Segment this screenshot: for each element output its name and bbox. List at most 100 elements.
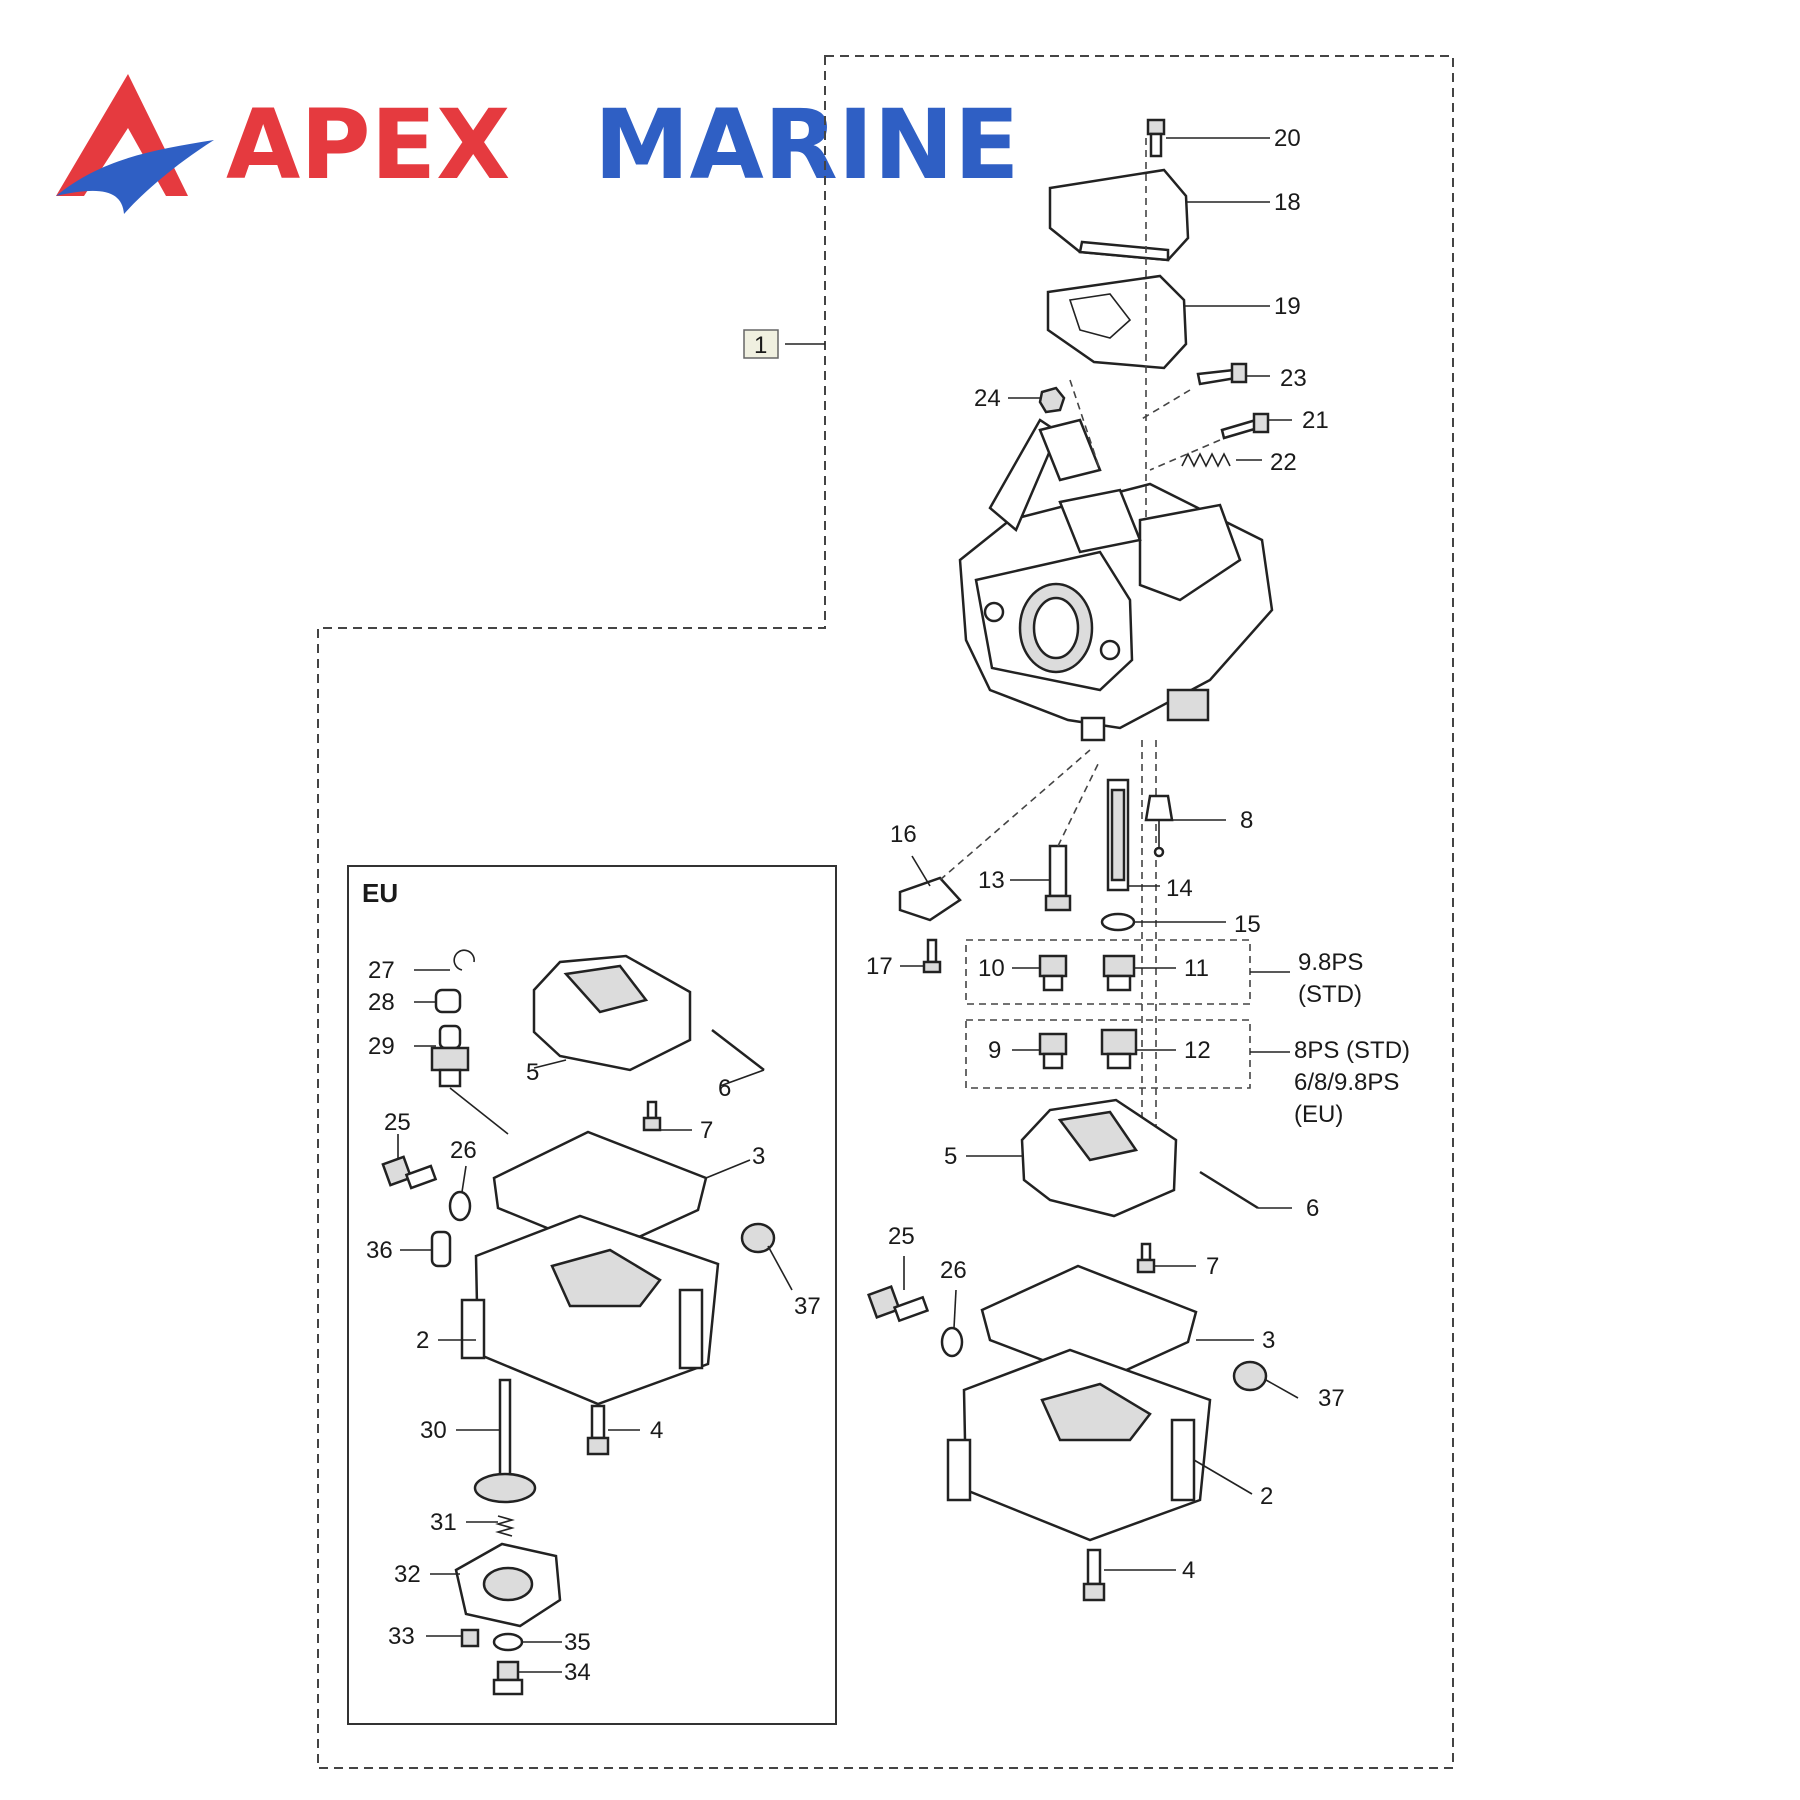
screw-7-icon xyxy=(1136,1242,1156,1274)
jet-box-eu xyxy=(965,1019,1251,1089)
leader-lines xyxy=(397,137,1299,1673)
callouts-main: 20 18 19 23 24 21 22 8 16 13 14 15 17 10… xyxy=(866,125,1345,1584)
callout: 6 xyxy=(1306,1195,1319,1222)
variant-notes: 9.8PS (STD) 8PS (STD) 6/8/9.8PS (EU) xyxy=(1294,949,1410,1128)
callout: 28 xyxy=(368,989,395,1016)
cap-28 xyxy=(434,988,462,1014)
callout: 36 xyxy=(366,1237,393,1264)
callout: 2 xyxy=(416,1327,429,1354)
callout: 21 xyxy=(1302,407,1329,434)
eu-inset: EU xyxy=(347,865,837,1725)
note-std-8-eu-line2: 6/8/9.8PS xyxy=(1294,1069,1399,1096)
callout: 16 xyxy=(890,821,917,848)
assembly-ref-box xyxy=(743,329,779,359)
washer-15 xyxy=(1100,912,1136,932)
eu-float-5 xyxy=(532,954,692,1072)
main-jet-9-icon xyxy=(1038,1032,1068,1070)
pilot-jet-13-icon xyxy=(1044,844,1072,912)
pin-36 xyxy=(430,1230,452,1268)
callout: 34 xyxy=(564,1659,591,1686)
assembly-ref-label: 1 xyxy=(754,332,767,359)
callout: 24 xyxy=(974,385,1001,412)
spring-31 xyxy=(495,1515,515,1537)
screw-4-icon xyxy=(1082,1548,1106,1602)
callout: 15 xyxy=(1234,911,1261,938)
gasket-19 xyxy=(1046,274,1188,370)
callout: 32 xyxy=(394,1561,421,1588)
callout: 37 xyxy=(1318,1385,1345,1412)
float-chamber-gasket-3 xyxy=(980,1264,1198,1384)
eu-o-ring-26 xyxy=(448,1190,472,1222)
main-nozzle-14-icon xyxy=(1106,778,1130,892)
eu-float-chamber-2 xyxy=(460,1214,720,1406)
needle-valve-8-icon xyxy=(1144,794,1174,858)
callout: 5 xyxy=(944,1143,957,1170)
callout: 23 xyxy=(1280,365,1307,392)
callout: 3 xyxy=(1262,1327,1275,1354)
float-pin-6 xyxy=(1199,1170,1259,1210)
note-std-8-eu-line3: (EU) xyxy=(1294,1101,1343,1128)
callout: 25 xyxy=(888,1223,915,1250)
callout: 22 xyxy=(1270,449,1297,476)
drain-screw-25-icon xyxy=(867,1285,930,1323)
callout: 5 xyxy=(526,1059,539,1086)
callout: 26 xyxy=(940,1257,967,1284)
diaphragm-cover-32 xyxy=(454,1542,562,1628)
main-jet-10-icon xyxy=(1038,954,1068,992)
eu-float-pin-6 xyxy=(711,1029,765,1071)
diaphragm-rod-30-icon xyxy=(473,1378,537,1504)
nut-24-icon xyxy=(1038,386,1066,414)
callout: 18 xyxy=(1274,189,1301,216)
callout: 33 xyxy=(388,1623,415,1650)
callout: 8 xyxy=(1240,807,1253,834)
callout: 4 xyxy=(1182,1557,1195,1584)
washer-35 xyxy=(492,1632,524,1652)
callout: 4 xyxy=(650,1417,663,1444)
plug-34-icon xyxy=(492,1660,524,1696)
eu-screw-4-icon xyxy=(586,1404,610,1456)
note-std-98-line2: (STD) xyxy=(1298,981,1362,1008)
clip-27 xyxy=(453,949,475,971)
callout: 27 xyxy=(368,957,395,984)
plunger-29-icon xyxy=(430,1024,470,1088)
o-ring-26 xyxy=(940,1326,964,1358)
brand-word-marine: MARINE xyxy=(594,89,1019,201)
screw-17-icon xyxy=(922,938,942,974)
callout: 14 xyxy=(1166,875,1193,902)
callout: 25 xyxy=(384,1109,411,1136)
plate-16 xyxy=(898,876,962,922)
eu-filter-37 xyxy=(740,1222,776,1254)
callout: 6 xyxy=(718,1075,731,1102)
callout: 3 xyxy=(752,1143,765,1170)
callout: 26 xyxy=(450,1137,477,1164)
eu-inset-title: EU xyxy=(362,878,398,908)
callout: 37 xyxy=(794,1293,821,1320)
note-std-8-eu-line1: 8PS (STD) xyxy=(1294,1037,1410,1064)
cover-plate-18 xyxy=(1048,168,1190,262)
float-chamber-2 xyxy=(946,1348,1212,1542)
screw-33 xyxy=(460,1628,480,1648)
main-assembly xyxy=(867,118,1290,1602)
callout: 31 xyxy=(430,1509,457,1536)
spring-22-icon xyxy=(1181,452,1231,468)
callout: 11 xyxy=(1184,955,1209,982)
callout: 2 xyxy=(1260,1483,1273,1510)
carburetor-body xyxy=(958,418,1274,742)
eu-drain-screw-25-icon xyxy=(381,1155,438,1190)
apex-marine-logo: APEX MARINE xyxy=(56,74,1019,214)
eu-gasket-3 xyxy=(492,1130,708,1254)
callout: 12 xyxy=(1184,1037,1211,1064)
callout: 13 xyxy=(978,867,1005,894)
screw-21-icon xyxy=(1220,412,1270,440)
brand-word-apex: APEX xyxy=(226,89,510,201)
callout: 10 xyxy=(978,955,1005,982)
callout: 17 xyxy=(866,953,893,980)
note-std-98-line1: 9.8PS xyxy=(1298,949,1363,976)
screw-23-icon xyxy=(1196,362,1248,386)
callout: 30 xyxy=(420,1417,447,1444)
callout: 7 xyxy=(1206,1253,1219,1280)
callout: 29 xyxy=(368,1033,395,1060)
callouts-eu: 27 28 29 5 6 7 25 26 3 36 37 2 30 4 31 3… xyxy=(366,957,821,1686)
jet-11-icon xyxy=(1102,954,1136,992)
